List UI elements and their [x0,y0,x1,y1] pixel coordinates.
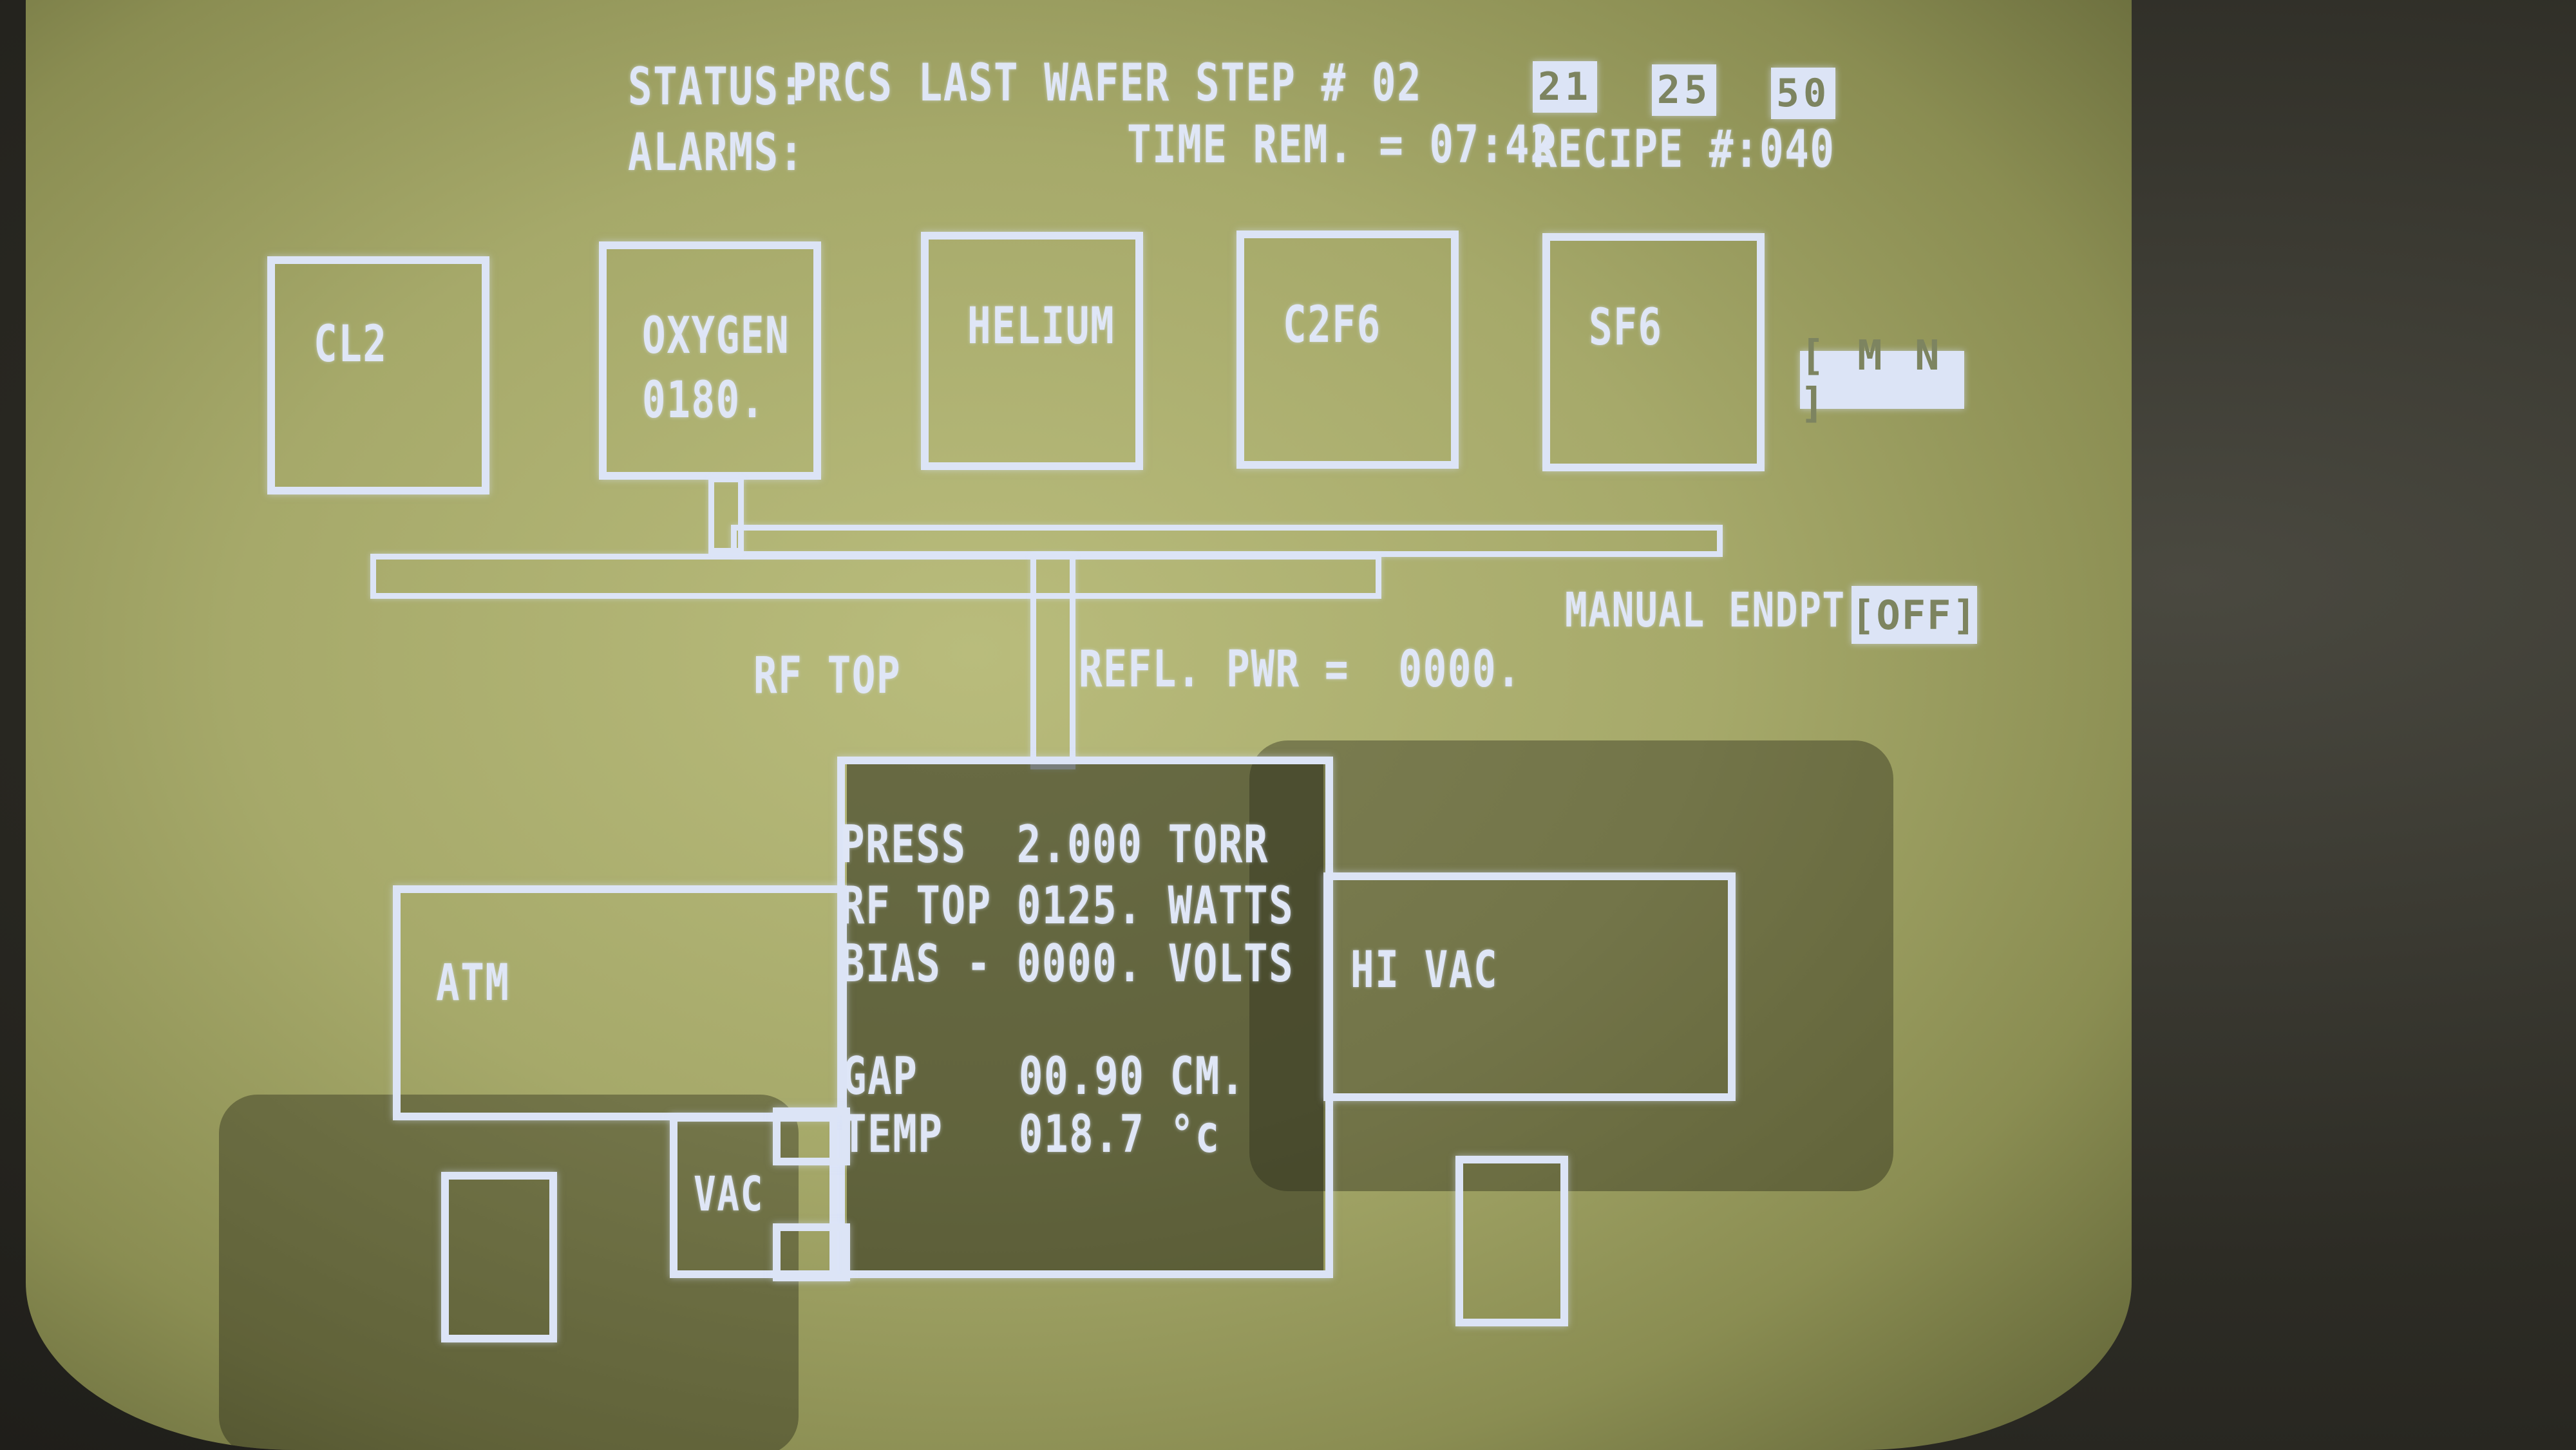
rf-top-readout: RF TOP 0125. WATTS [840,876,1294,936]
gas-box-oxygen[interactable]: OXYGEN 0180. [599,241,821,480]
vac-connector-lower [773,1223,850,1281]
crt-screen: STATUS: PRCS LAST WAFER STEP # 02 ALARMS… [26,0,2132,1450]
gas-name-helium: HELIUM [967,297,1115,355]
status-value: PRCS LAST WAFER STEP # 02 [792,53,1423,113]
gas-box-cl2[interactable]: CL2 [267,256,489,494]
mnl-button[interactable]: [ M N ] [1800,332,1964,428]
tab-50[interactable]: 50 [1771,68,1835,119]
atm-box[interactable]: ATM [393,885,847,1120]
vac-box[interactable]: VAC [670,1114,837,1278]
tab-21[interactable]: 21 [1533,61,1597,113]
vac-label: VAC [694,1167,764,1222]
atm-label: ATM [436,954,510,1012]
hi-vac-label: HI VAC [1350,941,1499,999]
status-label: STATUS: [628,57,804,117]
hi-vac-box[interactable]: HI VAC [1323,872,1736,1101]
temp-readout: TEMP 018.7 °c [842,1104,1220,1164]
atm-valve-indicator[interactable] [441,1172,557,1342]
tab-25[interactable]: 25 [1652,64,1716,116]
gas-manifold-upper [731,525,1723,557]
vac-connector [773,1107,850,1165]
pressure-readout: PRESS 2.000 TORR [840,814,1269,874]
oxygen-feed-pipe [708,476,744,554]
refl-pwr: REFL. PWR = 0000. [1079,641,1522,699]
gas-name-sf6: SF6 [1589,299,1663,357]
reflection-shadow-2 [1249,740,1893,1191]
manual-endpt-toggle[interactable]: [OFF] [1851,586,1977,644]
manual-endpt-label: MANUAL ENDPT: [1565,583,1870,638]
gas-value-oxygen: 0180. [642,372,765,429]
hivac-valve-indicator[interactable] [1455,1156,1568,1326]
gas-name-oxygen: OXYGEN [642,307,790,365]
gap-readout: GAP 00.90 CM. [842,1046,1246,1106]
gas-name-c2f6: C2F6 [1283,296,1381,354]
chamber-fill [847,763,1323,1272]
gas-box-c2f6[interactable]: C2F6 [1236,231,1459,469]
rf-top-label: RF TOP [753,647,902,705]
gas-box-sf6[interactable]: SF6 [1542,233,1765,471]
bias-readout: BIAS - 0000. VOLTS [840,934,1294,993]
gas-box-helium[interactable]: HELIUM [921,232,1143,470]
chamber-feed-pipe [1030,554,1075,769]
time-remaining: TIME REM. = 07:42 [1127,115,1556,174]
recipe-number: RECIPE #:040 [1533,119,1835,179]
gas-name-cl2: CL2 [314,315,388,373]
gas-manifold-lower [370,554,1381,599]
alarms-label: ALARMS: [628,122,804,182]
